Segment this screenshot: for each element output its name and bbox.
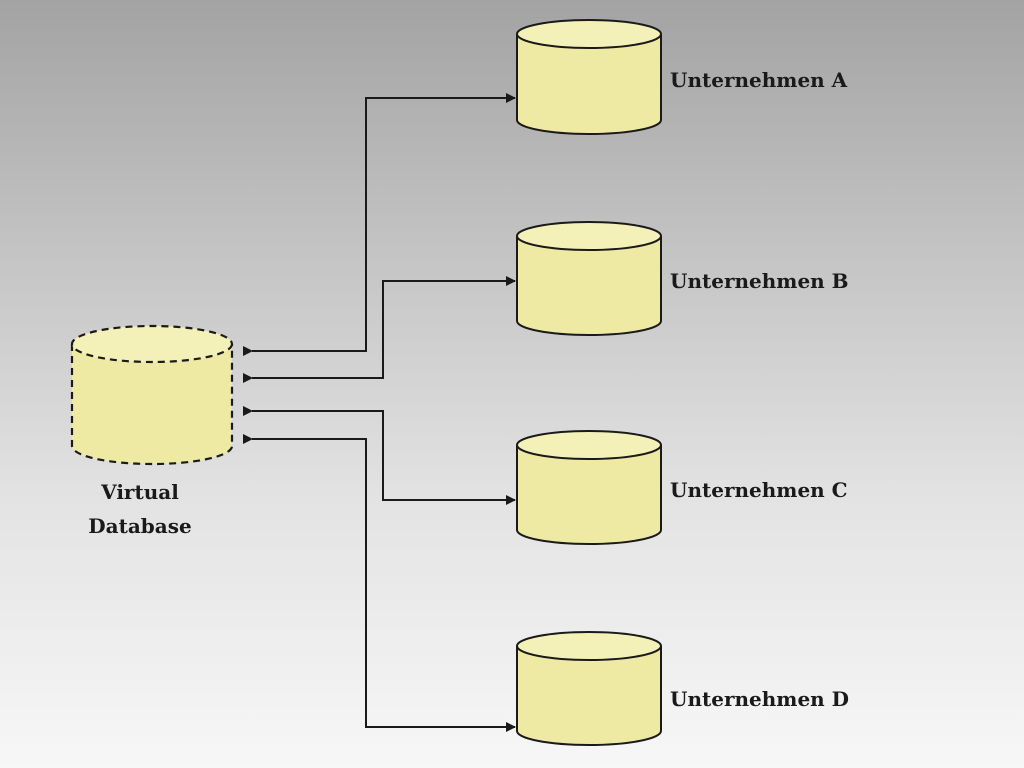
database-d-top (516, 631, 662, 661)
database-unternehmen-a: Unternehmen A (516, 19, 848, 135)
connector-virtual-to-c (243, 406, 516, 505)
virtual-database-top (70, 324, 234, 364)
unternehmen-d-label: Unternehmen D (670, 687, 849, 711)
virtual-database-label-line2: Database (88, 514, 191, 538)
database-d-body (516, 646, 662, 746)
unternehmen-c-label: Unternehmen C (670, 478, 848, 502)
database-unternehmen-d: Unternehmen D (516, 631, 849, 746)
database-c-body (516, 445, 662, 545)
database-a-top (516, 19, 662, 49)
unternehmen-b-label: Unternehmen B (670, 269, 849, 293)
database-b-top (516, 221, 662, 251)
database-unternehmen-c: Unternehmen C (516, 430, 848, 545)
connector-virtual-to-d (243, 434, 516, 732)
unternehmen-a-label: Unternehmen A (670, 68, 848, 92)
database-a-body (516, 34, 662, 135)
virtual-database-body (70, 344, 234, 466)
connector-virtual-to-b (243, 276, 516, 383)
database-unternehmen-b: Unternehmen B (516, 221, 849, 336)
database-c-top (516, 430, 662, 460)
virtual-database: Virtual Database (70, 324, 234, 538)
database-b-body (516, 236, 662, 336)
virtual-database-label-line1: Virtual (100, 480, 179, 504)
